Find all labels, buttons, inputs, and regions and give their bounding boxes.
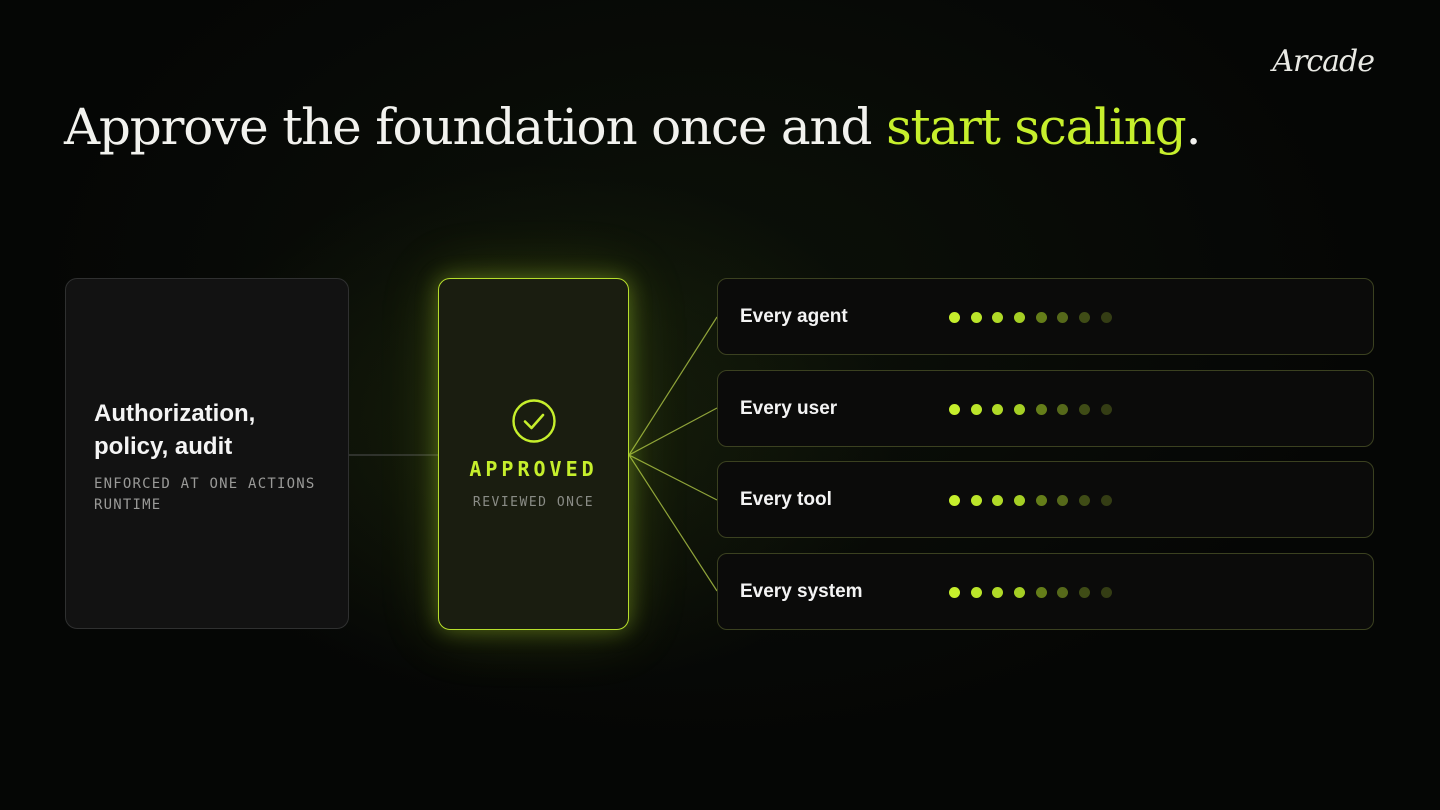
dot-dim <box>1100 495 1112 506</box>
dot-scale <box>949 404 1112 415</box>
dot-filled <box>992 495 1004 506</box>
dot-filled <box>992 404 1004 415</box>
headline-accent: start scaling <box>886 98 1187 156</box>
dot-filled <box>949 404 960 415</box>
dot-filled <box>992 312 1004 323</box>
target-label: Every tool <box>740 489 832 510</box>
headline: Approve the foundation once and start sc… <box>64 98 1202 156</box>
dot-dim <box>1100 587 1112 598</box>
target-label: Every user <box>740 398 838 419</box>
dot-filled <box>970 404 982 415</box>
dot-dim <box>1100 312 1112 323</box>
foundation-card: Authorization, policy, audit ENFORCED AT… <box>65 278 349 629</box>
dot-filled <box>1014 587 1026 598</box>
dot-filled <box>992 587 1004 598</box>
target-row-system: Every system <box>717 553 1374 630</box>
dot-dim <box>1057 312 1069 323</box>
dot-filled <box>949 312 960 323</box>
dot-filled <box>949 587 960 598</box>
dot-filled <box>949 495 960 506</box>
dot-scale <box>949 312 1112 323</box>
foundation-title: Authorization, policy, audit <box>94 400 256 460</box>
target-row-agent: Every agent <box>717 278 1374 355</box>
foundation-subtitle: ENFORCED AT ONE ACTIONS RUNTIME <box>94 476 316 513</box>
target-row-user: Every user <box>717 370 1374 447</box>
approval-status: APPROVED <box>469 457 598 481</box>
connector-to-agent <box>628 316 718 456</box>
connector-to-user <box>628 407 718 456</box>
dot-dim <box>1035 404 1047 415</box>
dot-dim <box>1035 495 1047 506</box>
dot-filled <box>970 495 982 506</box>
dot-filled <box>1014 312 1026 323</box>
approval-card: APPROVED REVIEWED ONCE <box>438 278 629 630</box>
dot-dim <box>1057 587 1069 598</box>
dot-dim <box>1057 495 1069 506</box>
dot-filled <box>970 312 982 323</box>
target-label: Every system <box>740 581 863 602</box>
target-row-tool: Every tool <box>717 461 1374 538</box>
dot-dim <box>1079 587 1091 598</box>
connector-to-tool <box>628 454 718 501</box>
check-circle-icon <box>512 399 556 443</box>
dot-scale <box>949 495 1112 506</box>
connector-to-system <box>628 454 718 592</box>
dot-dim <box>1079 495 1091 506</box>
dot-dim <box>1035 587 1047 598</box>
dot-dim <box>1057 404 1069 415</box>
approval-note: REVIEWED ONCE <box>472 495 595 510</box>
target-label: Every agent <box>740 306 848 327</box>
dot-dim <box>1079 404 1091 415</box>
dot-dim <box>1100 404 1112 415</box>
dot-dim <box>1079 312 1091 323</box>
headline-lead: Approve the foundation once and <box>64 98 887 156</box>
dot-scale <box>949 587 1112 598</box>
dot-filled <box>1014 495 1026 506</box>
dot-filled <box>1014 404 1026 415</box>
dot-dim <box>1035 312 1047 323</box>
dot-filled <box>970 587 982 598</box>
arcade-logo: Arcade <box>1272 44 1375 79</box>
headline-trail: . <box>1185 98 1202 156</box>
